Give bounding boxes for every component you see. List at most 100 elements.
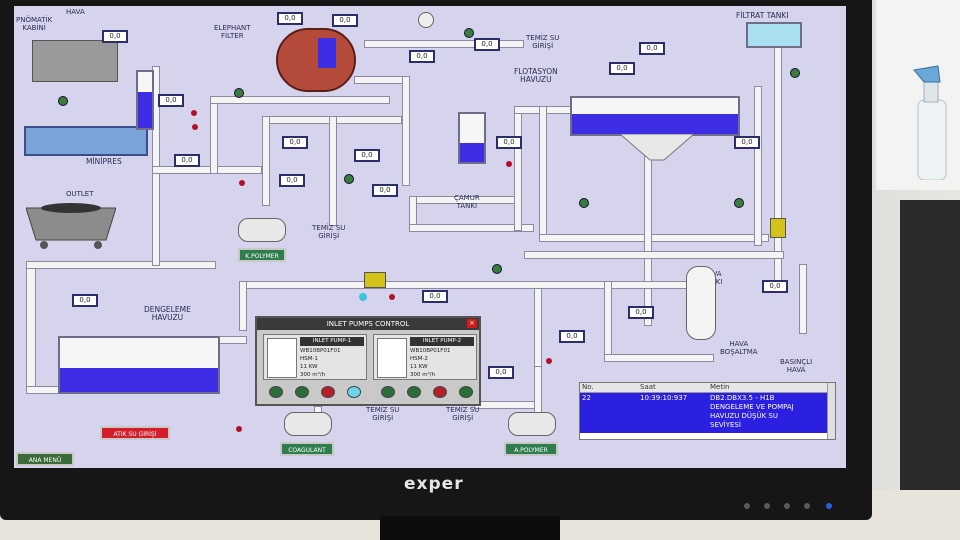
pipe: [539, 106, 547, 241]
dengeleme-label: DENGELEME HAVUZU: [144, 305, 191, 322]
pump-2-power: 11 KW: [410, 364, 428, 370]
flowmeter-icon[interactable]: [770, 218, 786, 238]
valve-icon[interactable]: [492, 264, 502, 274]
pipe: [754, 86, 762, 246]
flotasyon-liquid-level: [572, 114, 738, 134]
value-box[interactable]: 0,0: [734, 136, 760, 149]
minipres-machine[interactable]: [24, 126, 148, 156]
alarm-text-1: DB2.DBX3.5 - H1B: [710, 394, 775, 402]
value-box[interactable]: 0,0: [158, 94, 184, 107]
value-box[interactable]: 0,0: [332, 14, 358, 27]
ana-menu-button[interactable]: ANA MENÜ: [16, 452, 74, 466]
alarm-row[interactable]: 22 10:39:10:937 DB2.DBX3.5 - H1B DENGELE…: [580, 393, 828, 433]
a-polymer-button[interactable]: A.POLYMER: [504, 442, 558, 456]
coagulant-tank[interactable]: [284, 412, 332, 436]
coagulant-button[interactable]: COAGULANT: [280, 442, 334, 456]
hava-label: HAVA: [66, 8, 85, 16]
pump-2-card[interactable]: INLET PUMP-2 WB10BP01F01 HSM-2 11 KW 300…: [373, 334, 477, 380]
pipe: [354, 76, 409, 84]
valve-icon[interactable]: [579, 198, 589, 208]
status-indicator: [506, 161, 512, 167]
value-box[interactable]: 0,0: [409, 50, 435, 63]
elephant-filter-label: ELEPHANT FİLTER: [214, 24, 251, 40]
pump-1-auto-button[interactable]: [295, 386, 309, 398]
pipe: [402, 76, 410, 186]
pnomatik-cabinet[interactable]: [32, 40, 118, 82]
valve-icon[interactable]: [58, 96, 68, 106]
value-box[interactable]: 0,0: [474, 38, 500, 51]
flowmeter-icon[interactable]: [364, 272, 386, 288]
value-box[interactable]: 0,0: [277, 12, 303, 25]
flow-indicator: [359, 293, 367, 301]
flotasyon-havuzu-tank[interactable]: [570, 96, 740, 136]
atik-su-button[interactable]: ATIK SU GİRİŞİ: [100, 426, 170, 440]
pump-2-start-button[interactable]: [381, 386, 395, 398]
pump-1-card[interactable]: INLET PUMP-1 WB10BP01F01 HSM-1 11 KW 300…: [263, 334, 367, 380]
valve-icon[interactable]: [734, 198, 744, 208]
panel-close-icon[interactable]: ×: [467, 319, 477, 328]
value-box[interactable]: 0,0: [72, 294, 98, 307]
pump-2-code: WB10BP01F01: [410, 348, 451, 354]
elephant-filter-tank[interactable]: [276, 28, 356, 92]
value-box[interactable]: 0,0: [762, 280, 788, 293]
pump-2-auto-button[interactable]: [407, 386, 421, 398]
valve-icon[interactable]: [464, 28, 474, 38]
monitor-button[interactable]: [784, 503, 790, 509]
valve-icon[interactable]: [790, 68, 800, 78]
alarm-list[interactable]: No. Saat Metin 22 10:39:10:937 DB2.DBX3.…: [579, 382, 836, 440]
pump-2-stop-button[interactable]: [433, 386, 447, 398]
value-box[interactable]: 0,0: [496, 136, 522, 149]
status-indicator: [389, 294, 395, 300]
k-polymer-button[interactable]: K.POLYMER: [238, 248, 286, 262]
pump-2-reset-button[interactable]: [459, 386, 473, 398]
temiz-su-label: TEMİZ SU GİRİŞİ: [312, 224, 346, 240]
filtrat-tank-label: FİLTRAT TANKI: [736, 11, 789, 20]
pump-1-start-button[interactable]: [269, 386, 283, 398]
pump-1-stop-button[interactable]: [321, 386, 335, 398]
pump-1-reset-button[interactable]: [347, 386, 361, 398]
hava-tank[interactable]: [686, 266, 716, 340]
value-box[interactable]: 0,0: [174, 154, 200, 167]
pump-icon: [377, 338, 407, 378]
monitor-button[interactable]: [744, 503, 750, 509]
monitor-button[interactable]: [804, 503, 810, 509]
temiz-su-label: TEMİZ SU GİRİŞİ: [526, 34, 560, 50]
dengeleme-havuzu-tank[interactable]: [58, 336, 220, 394]
minipres-hopper[interactable]: [136, 70, 154, 130]
pipe: [152, 166, 262, 174]
value-box[interactable]: 0,0: [559, 330, 585, 343]
alarm-time: 10:39:10:937: [640, 394, 688, 402]
value-box[interactable]: 0,0: [628, 306, 654, 319]
value-box[interactable]: 0,0: [422, 290, 448, 303]
k-polymer-tank[interactable]: [238, 218, 286, 242]
alarm-scrollbar[interactable]: [827, 383, 835, 439]
power-led[interactable]: [826, 503, 832, 509]
value-box[interactable]: 0,0: [639, 42, 665, 55]
value-box[interactable]: 0,0: [279, 174, 305, 187]
valve-icon[interactable]: [234, 88, 244, 98]
value-box[interactable]: 0,0: [372, 184, 398, 197]
value-box[interactable]: 0,0: [609, 62, 635, 75]
alarm-no: 22: [582, 394, 591, 402]
alarm-list-header: No. Saat Metin: [580, 383, 835, 393]
pipe: [329, 116, 337, 226]
pipe: [409, 196, 417, 226]
dengeleme-liquid-level: [60, 368, 218, 392]
camur-tank[interactable]: [458, 112, 486, 164]
value-box[interactable]: 0,0: [102, 30, 128, 43]
pressure-gauge-icon: [418, 12, 434, 28]
camur-tank-label: ÇAMUR TANKI: [454, 194, 480, 210]
monitor-button[interactable]: [764, 503, 770, 509]
a-polymer-tank[interactable]: [508, 412, 556, 436]
filtrat-tank[interactable]: [746, 22, 802, 48]
value-box[interactable]: 0,0: [354, 149, 380, 162]
scada-screen: PNÖMATİK KABİNİ HAVA 0,0 0,0 0,0 ELEPHAN…: [14, 6, 846, 468]
valve-icon[interactable]: [344, 174, 354, 184]
status-indicator: [239, 180, 245, 186]
value-box[interactable]: 0,0: [282, 136, 308, 149]
minipres-label: MİNİPRES: [86, 157, 122, 166]
inlet-pumps-panel: INLET PUMPS CONTROL × INLET PUMP-1 WB10B…: [255, 316, 481, 406]
pipe: [364, 40, 524, 48]
pipe: [604, 354, 714, 362]
value-box[interactable]: 0,0: [488, 366, 514, 379]
